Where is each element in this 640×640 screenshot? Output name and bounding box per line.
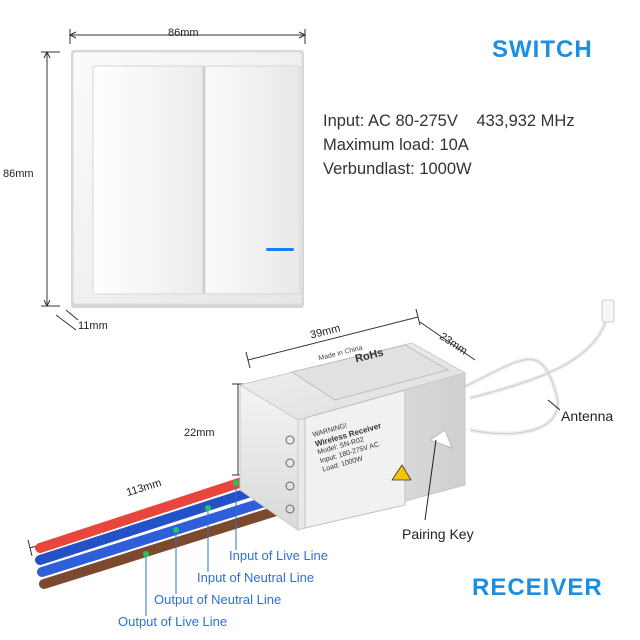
wire-label-output-live: Output of Live Line xyxy=(118,614,228,629)
wall-switch xyxy=(71,50,304,308)
pairing-key-label: Pairing Key xyxy=(402,526,474,542)
spec-line-input: Input: AC 80-275V 433,932 MHz xyxy=(323,112,575,131)
wire-callout-lines xyxy=(145,483,237,616)
switch-dim-depth: 11mm xyxy=(78,320,108,332)
wire-label-input-neutral: Input of Neutral Line xyxy=(197,570,315,585)
wire-label-output-neutral: Output of Neutral Line xyxy=(154,592,282,607)
receiver-dim-height: 22mm xyxy=(184,427,215,439)
warning-triangle-icon xyxy=(391,464,412,481)
receiver-title: RECEIVER xyxy=(472,574,603,601)
spec-input: Input: AC 80-275V xyxy=(323,112,458,130)
switch-dim-height-line xyxy=(41,50,60,308)
spec-max-load: Maximum load: 10A xyxy=(323,136,469,154)
wire-label-input-live: Input of Live Line xyxy=(229,548,329,563)
switch-title: SWITCH xyxy=(492,36,593,63)
wireless-receiver xyxy=(238,342,467,531)
callout-lines xyxy=(424,399,561,521)
switch-led-indicator xyxy=(266,248,294,251)
switch-dim-width-line xyxy=(68,29,307,44)
pairing-key-button xyxy=(428,429,453,449)
switch-dim-depth-line xyxy=(55,309,79,331)
antenna-label: Antenna xyxy=(561,408,614,424)
spec-verbundlast: Verbundlast: 1000W xyxy=(323,160,472,178)
spec-frequency: 433,932 MHz xyxy=(476,112,575,130)
wire-callout-dots xyxy=(143,480,239,557)
switch-dim-width: 86mm xyxy=(168,27,199,39)
antenna-tip xyxy=(601,299,615,323)
switch-dim-height: 86mm xyxy=(3,168,34,180)
